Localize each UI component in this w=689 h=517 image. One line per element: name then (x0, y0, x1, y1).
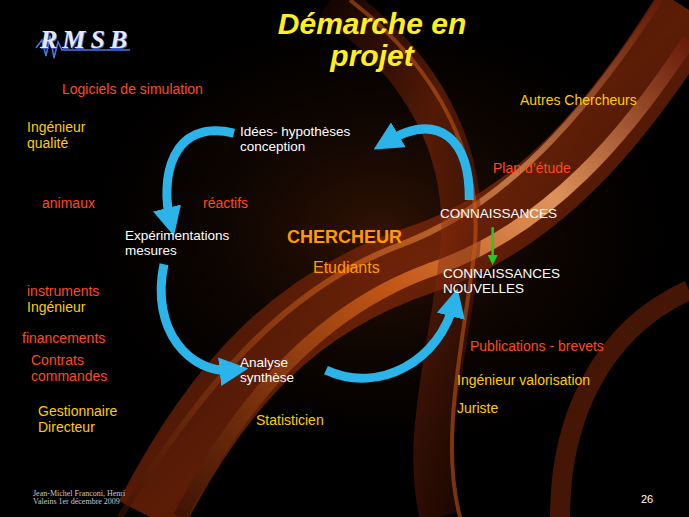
green-arrow (491, 227, 494, 260)
resource-label: Statisticien (256, 413, 324, 429)
slide-title: Démarche en projet (262, 8, 482, 71)
logo: RMSB (40, 25, 132, 54)
resource-label: Autres Chercheurs (520, 93, 637, 109)
resource-label: réactifs (203, 196, 248, 212)
stage-text: CONNAISSANCES NOUVELLES (443, 266, 583, 296)
stage-label: CONNAISSANCES (440, 206, 557, 221)
stage-label: CONNAISSANCES NOUVELLES (443, 266, 583, 296)
resource-label: Plan d’étude (493, 161, 571, 177)
cycle-arrow (161, 264, 234, 370)
center-label: CHERCHEUR (287, 227, 402, 247)
resource-label: Ingénieur qualité (27, 120, 107, 151)
stage-text: Expérimentations mesures (125, 228, 255, 258)
resource-label: Logiciels de simulation (62, 82, 203, 98)
stage-label: Idées- hypothèses conception (240, 124, 380, 154)
resource-label: instruments (27, 284, 99, 300)
page-number: 26 (641, 493, 653, 505)
resource-label: Statisticien (256, 413, 324, 429)
resource-label: Juriste (457, 401, 498, 417)
resource-label: financements (22, 331, 105, 347)
resource-label: instruments (27, 284, 99, 300)
center-label: Etudiants (313, 259, 380, 277)
page-number: 26 (641, 493, 653, 505)
resource-label: Gestionnaire Directeur (38, 404, 138, 435)
stage-text: Analyse synthèse (240, 355, 320, 385)
resource-label: Ingénieur valorisation (457, 373, 590, 389)
resource-label: Gestionnaire Directeur (38, 404, 138, 435)
resource-label: animaux (42, 196, 95, 212)
resource-label: Publications - brevets (470, 339, 604, 355)
center-label: CHERCHEUR (287, 227, 402, 247)
footer-credit: Jean-Michel Franconi, Henri Valeins 1er … (33, 490, 145, 507)
resource-label: financements (22, 331, 105, 347)
resource-label: Ingénieur valorisation (457, 373, 590, 389)
cycle-arrow (326, 302, 454, 378)
center-label: Etudiants (313, 259, 380, 277)
resource-label: Ingénieur (27, 300, 85, 316)
resource-label: Contrats commandes (31, 353, 111, 384)
resource-label: Ingénieur (27, 300, 85, 316)
resource-label: Logiciels de simulation (62, 82, 203, 98)
stage-label: Expérimentations mesures (125, 228, 255, 258)
stage-text: Idées- hypothèses conception (240, 124, 380, 154)
resource-label: Juriste (457, 401, 498, 417)
cycle-arrow (386, 129, 469, 200)
resource-label: Contrats commandes (31, 353, 111, 384)
stage-label: Analyse synthèse (240, 355, 320, 385)
resource-label: Autres Chercheurs (520, 93, 637, 109)
resource-label: Plan d’étude (493, 161, 571, 177)
resource-label: animaux (42, 196, 95, 212)
resource-label: Ingénieur qualité (27, 120, 107, 151)
resource-label: Publications - brevets (470, 339, 604, 355)
stage-text: CONNAISSANCES (440, 206, 557, 221)
resource-label: réactifs (203, 196, 248, 212)
logo: RMSB (40, 25, 132, 54)
footer-credit: Jean-Michel Franconi, Henri Valeins 1er … (33, 490, 145, 507)
